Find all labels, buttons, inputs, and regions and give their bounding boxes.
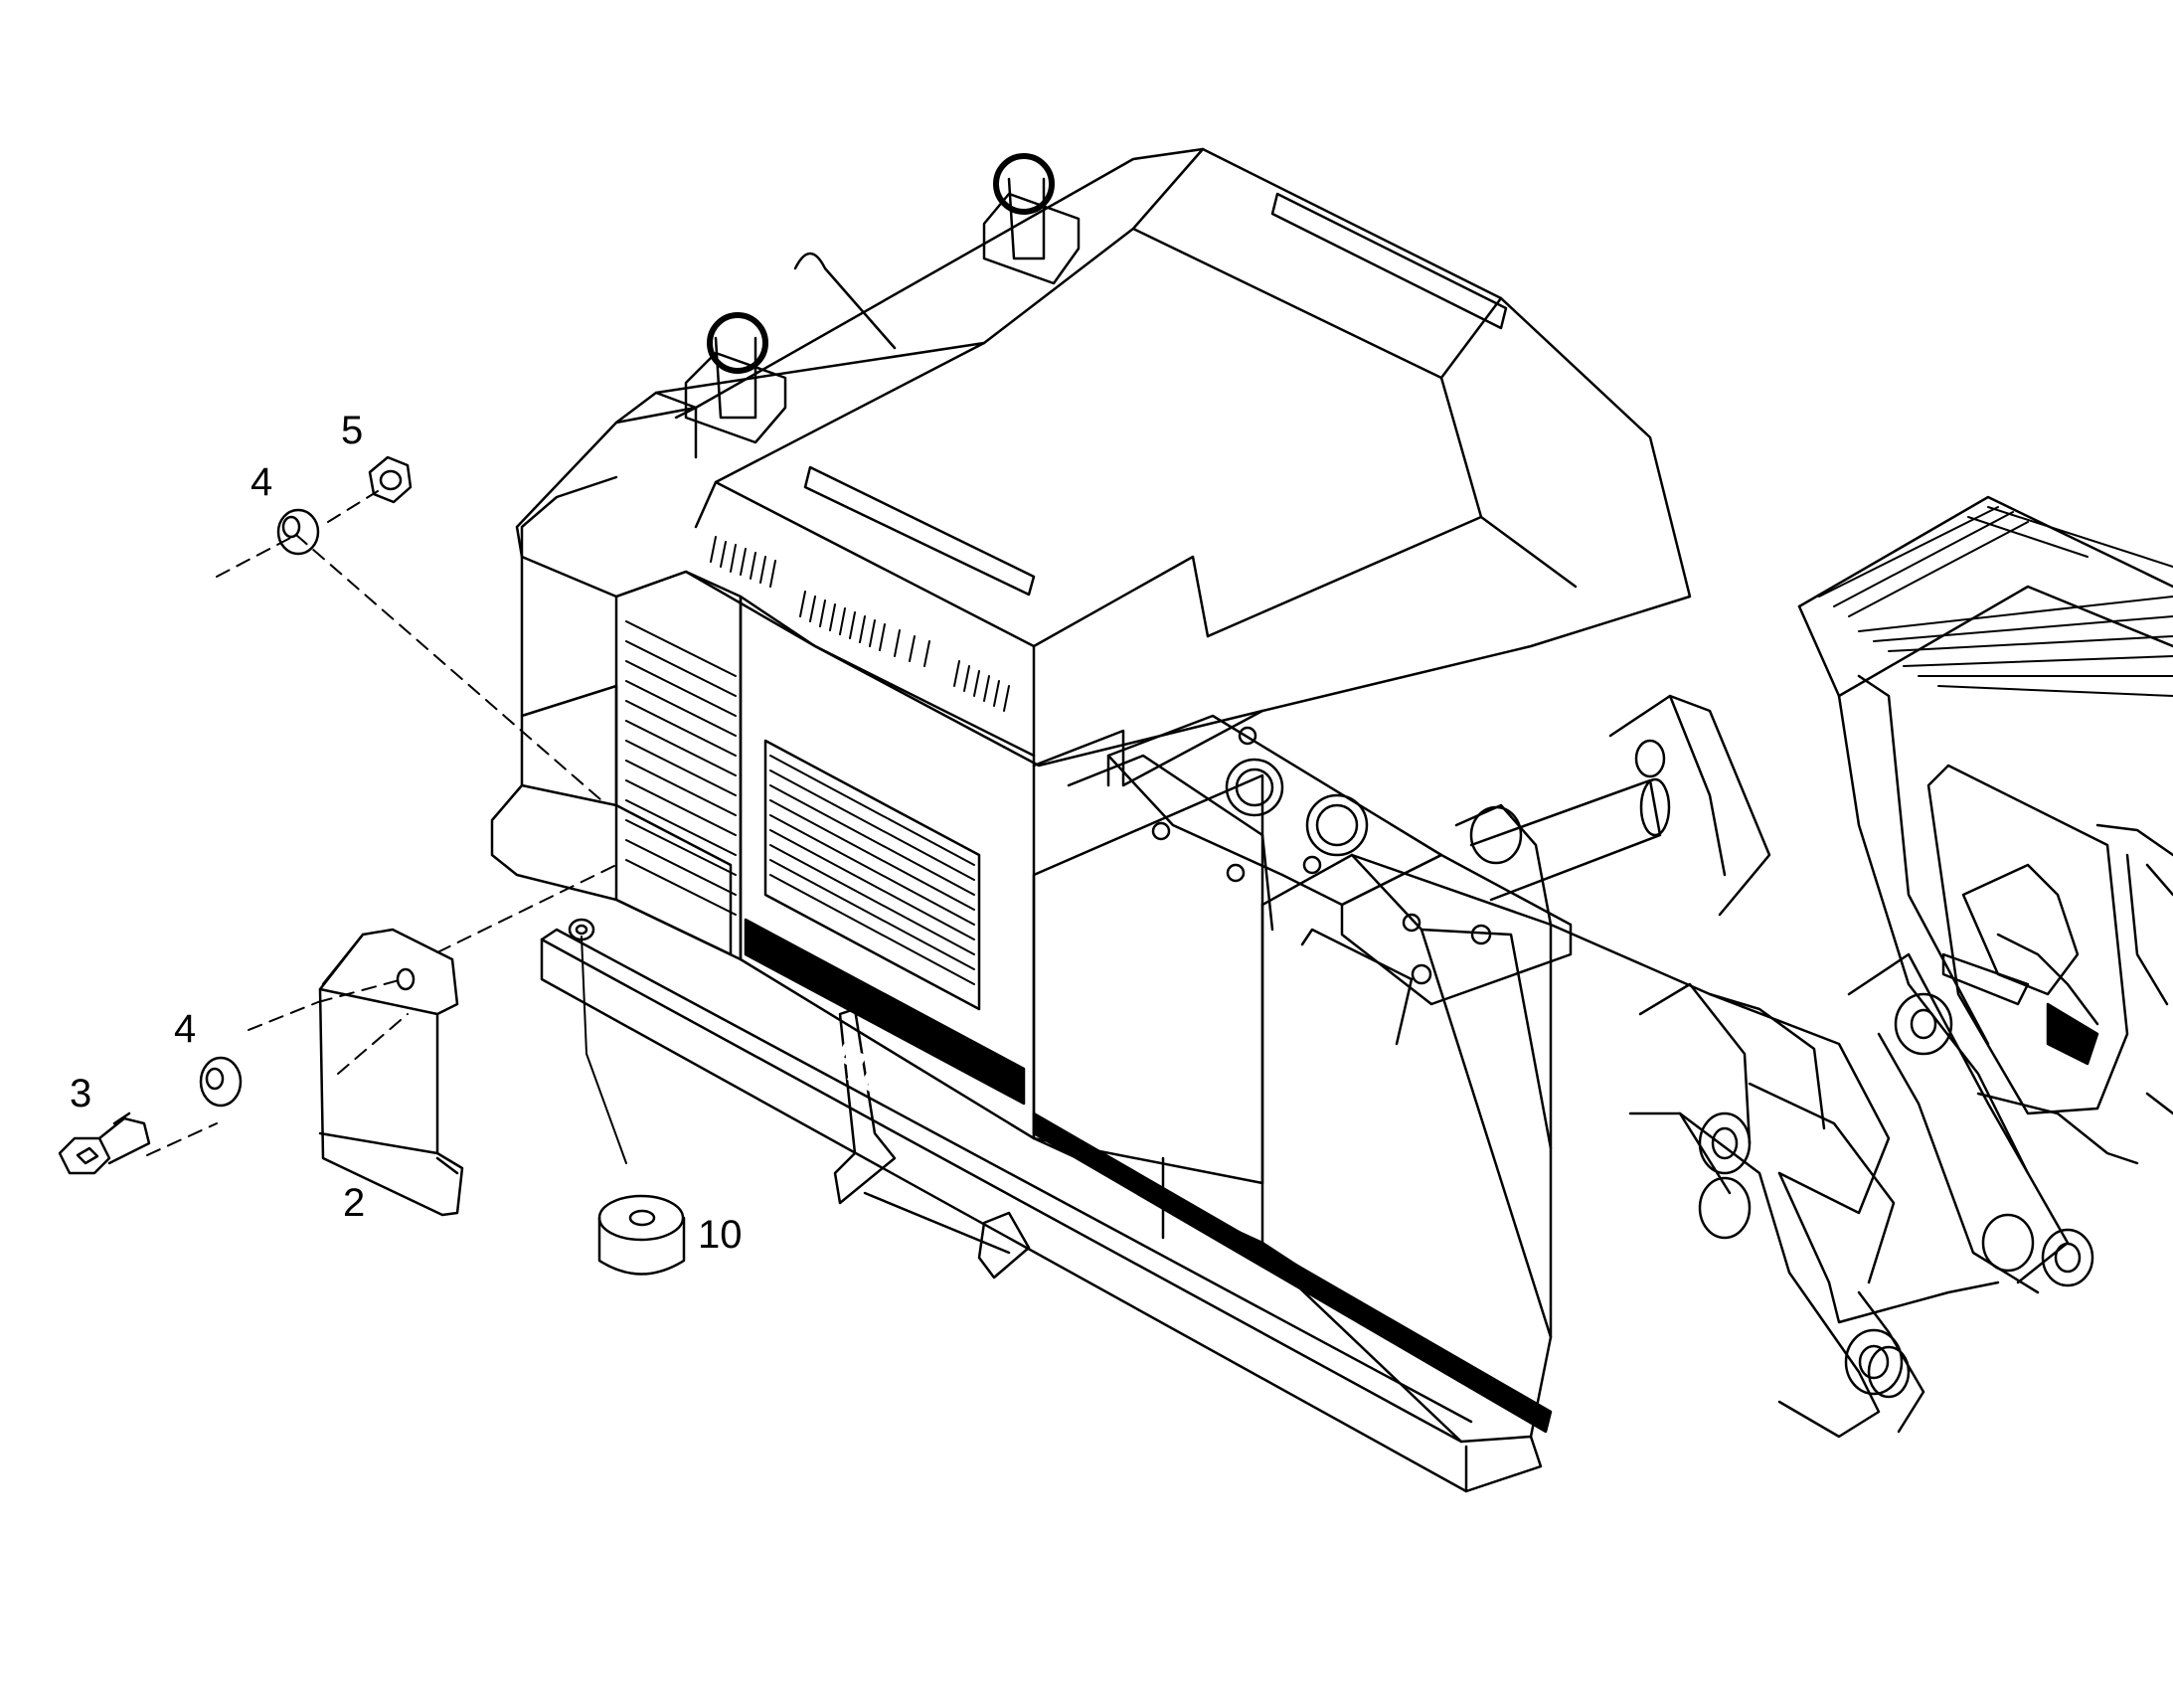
machine-body: [490, 147, 1692, 1493]
lifting-lugs: [674, 153, 1081, 459]
exploded-parts: [58, 455, 686, 1276]
washer-part-top: [276, 508, 320, 556]
top-vents: [710, 536, 1010, 712]
callout-2: 2: [343, 1181, 366, 1225]
assembly-leader-lines: [146, 490, 617, 1156]
callout-10: 10: [698, 1213, 743, 1257]
callout-4-bottom: 4: [174, 1007, 197, 1051]
callout-4-top: 4: [251, 460, 273, 504]
grille: [769, 755, 975, 985]
nut-part: [368, 455, 413, 504]
boom-linkage: [1454, 495, 2173, 1439]
louvre-vents: [625, 620, 737, 916]
washer-part-bottom: [199, 1056, 243, 1108]
callout-5: 5: [341, 409, 364, 452]
screw-part: [58, 1111, 151, 1175]
rubber-buffer-part: [597, 1194, 686, 1276]
bracket-part: [318, 928, 464, 1217]
callout-3: 3: [70, 1072, 92, 1115]
